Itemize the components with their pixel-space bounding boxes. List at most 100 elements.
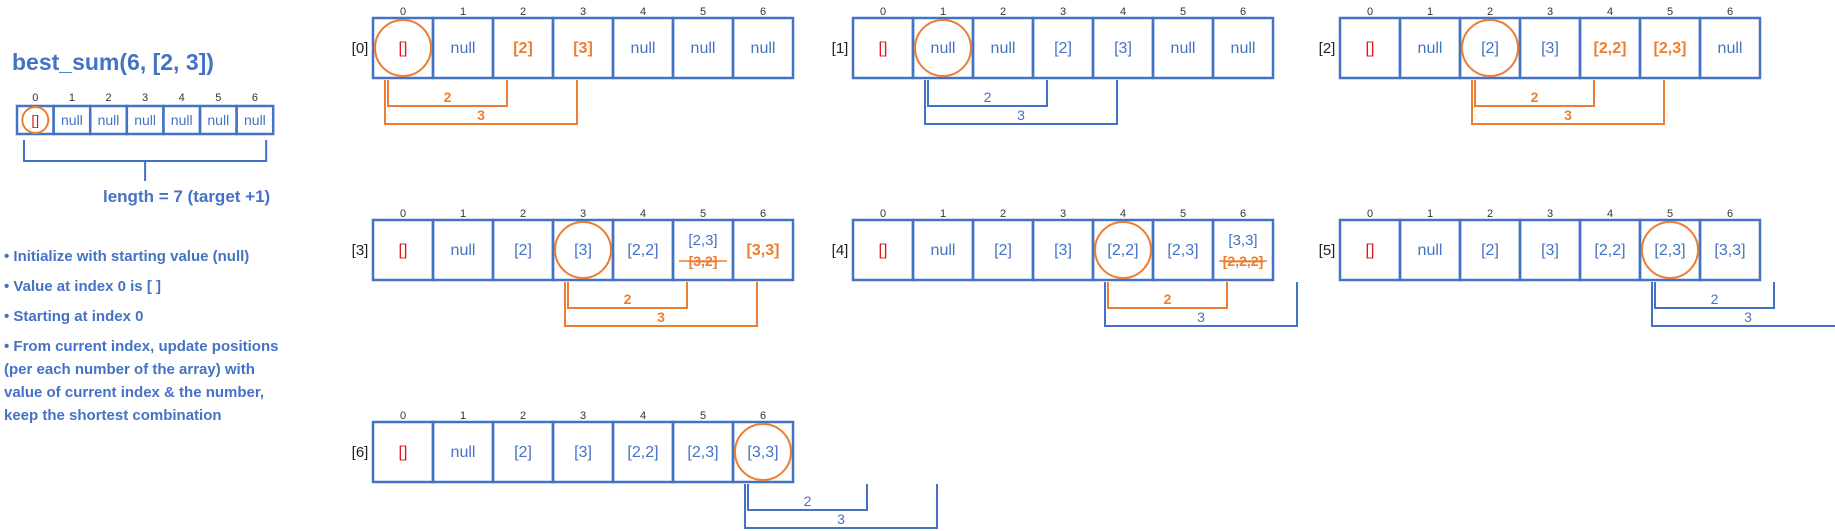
- index-label: 3: [1060, 6, 1066, 18]
- cell-value: []: [399, 444, 408, 461]
- current-index-circle: [1094, 221, 1152, 279]
- cell-value: [3]: [574, 242, 592, 259]
- step-label: [5]: [1319, 242, 1336, 259]
- index-label: 2: [1000, 208, 1006, 220]
- jump-label: 3: [1744, 309, 1752, 325]
- cell-value: null: [1418, 242, 1443, 259]
- jump-bracket: [564, 282, 758, 327]
- jump-bracket: [1471, 80, 1665, 125]
- index-label: 4: [640, 6, 646, 18]
- jump-bracket: [387, 80, 508, 107]
- current-index-circle: [734, 423, 792, 481]
- cell-value: [2,2]: [1594, 242, 1625, 259]
- cell-value: [2]: [514, 242, 532, 259]
- index-label: 1: [940, 208, 946, 220]
- cell-value: [2,3]: [1654, 242, 1685, 259]
- note-line: • From current index, update positions: [4, 338, 279, 355]
- jump-label: 3: [1017, 107, 1025, 123]
- cell-value: null: [1418, 40, 1443, 57]
- index-label: 1: [1427, 6, 1433, 18]
- cell-value: [2]: [513, 40, 533, 57]
- index-label: 0: [400, 410, 406, 422]
- cell-value: [3,3]: [1228, 232, 1257, 249]
- current-index-circle: [554, 221, 612, 279]
- array-cell: [235, 104, 275, 136]
- array-cell: [1698, 218, 1762, 282]
- step-array: [3]0[]1null2[2]3[3]4[2,2]5[2,3][3,2]6[3,…: [352, 208, 795, 327]
- jump-label: 3: [1197, 309, 1205, 325]
- cell-value: []: [879, 40, 888, 57]
- index-label: 1: [460, 208, 466, 220]
- index-label: 5: [700, 410, 706, 422]
- index-label: 2: [105, 92, 111, 104]
- jump-label: 2: [1531, 89, 1539, 105]
- index-label: 6: [252, 92, 258, 104]
- cell-value: null: [931, 242, 956, 259]
- index-label: 6: [760, 208, 766, 220]
- cell-value: [3]: [1541, 40, 1559, 57]
- jump-bracket: [744, 484, 938, 529]
- jump-bracket: [1651, 282, 1835, 327]
- array-cell: [731, 420, 795, 484]
- index-label: 6: [760, 410, 766, 422]
- array-cell: [671, 218, 735, 282]
- index-label: 4: [640, 410, 646, 422]
- cell-value: []: [879, 242, 888, 259]
- index-label: 6: [1727, 6, 1733, 18]
- index-label: 3: [142, 92, 148, 104]
- cell-value: [3]: [1114, 40, 1132, 57]
- cell-value: null: [171, 112, 193, 128]
- jump-bracket: [924, 80, 1118, 125]
- jump-label: 2: [624, 291, 632, 307]
- index-label: 0: [1367, 208, 1373, 220]
- cell-value: null: [631, 40, 656, 57]
- note-line: (per each number of the array) with: [4, 361, 255, 378]
- cell-value: []: [399, 242, 408, 259]
- jump-label: 2: [444, 89, 452, 105]
- step-array: [4]0[]1null2[2]3[3]4[2,2]5[2,3]6[3,3][2,…: [832, 208, 1298, 327]
- cell-value: null: [451, 242, 476, 259]
- jump-bracket: [927, 80, 1048, 107]
- jump-label: 3: [657, 309, 665, 325]
- jump-label: 2: [804, 493, 812, 509]
- cell-value: null: [1171, 40, 1196, 57]
- jump-bracket: [567, 282, 688, 309]
- cell-value: [2]: [1481, 242, 1499, 259]
- length-label: length = 7 (target +1): [103, 187, 270, 206]
- cell-value: []: [1366, 242, 1375, 259]
- cell-value: [2,3]: [1654, 40, 1687, 57]
- index-label: 4: [1120, 6, 1126, 18]
- index-label: 5: [1667, 208, 1673, 220]
- jump-bracket: [384, 80, 578, 125]
- jump-bracket: [1654, 282, 1775, 309]
- index-label: 5: [1180, 6, 1186, 18]
- index-label: 4: [179, 92, 185, 104]
- explanation-notes: • Initialize with starting value (null) …: [4, 245, 304, 427]
- cell-value: [3]: [573, 40, 593, 57]
- index-label: 4: [1607, 6, 1613, 18]
- cell-value: [2]: [1054, 40, 1072, 57]
- index-label: 0: [880, 208, 886, 220]
- index-label: 2: [1487, 6, 1493, 18]
- index-label: 5: [215, 92, 221, 104]
- index-label: 3: [580, 6, 586, 18]
- cell-value: null: [691, 40, 716, 57]
- cell-value: [2,2]: [1594, 40, 1627, 57]
- cell-value: []: [399, 40, 408, 57]
- index-label: 0: [400, 208, 406, 220]
- index-label: 5: [1667, 6, 1673, 18]
- index-label: 1: [460, 6, 466, 18]
- index-label: 6: [1240, 6, 1246, 18]
- note-line: • Value at index 0 is [ ]: [4, 278, 161, 295]
- index-label: 4: [1607, 208, 1613, 220]
- cell-value: []: [1366, 40, 1375, 57]
- jump-label: 2: [1711, 291, 1719, 307]
- cell-value: [2]: [994, 242, 1012, 259]
- cell-value: [2,2]: [627, 242, 658, 259]
- cell-value: null: [244, 112, 266, 128]
- index-label: 1: [940, 6, 946, 18]
